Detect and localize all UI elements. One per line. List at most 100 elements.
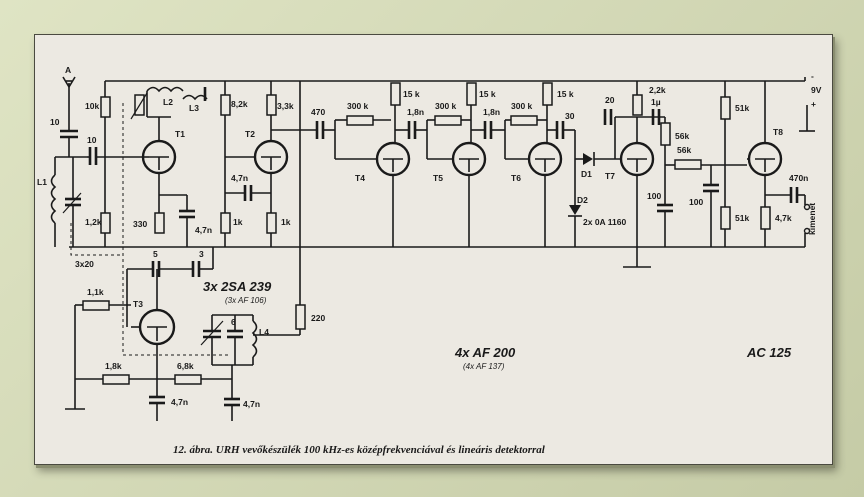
r-2-2k (632, 94, 643, 116)
l3-label: L3 (189, 103, 199, 113)
l2-label: L2 (163, 97, 173, 107)
c-1u-value: 1µ (651, 97, 661, 107)
transistor-t8 (747, 141, 783, 177)
c-100-a-value: 100 (647, 191, 661, 201)
r-6-8k (174, 374, 202, 385)
r-1k-b-value: 1k (281, 217, 291, 227)
c-30-value: 30 (565, 111, 575, 121)
c-100-b-value: 100 (689, 197, 703, 207)
schematic-paper: A 10 10 L1 3x20 10k 1,2k T1 L2 (34, 34, 833, 465)
r-2-2k-value: 2,2k (649, 85, 666, 95)
c-470n-value: 470n (789, 173, 808, 183)
r-300k-b-value: 300 k (435, 101, 457, 111)
r-10k-value: 10k (85, 101, 99, 111)
supply-minus: - (811, 71, 814, 81)
coil-l3 (182, 94, 208, 101)
r-1k-b (266, 212, 277, 234)
output-transistor-type: AC 125 (746, 345, 792, 360)
r-1k-a (220, 212, 231, 234)
t3-label: T3 (133, 299, 143, 309)
r-8-2k (220, 94, 231, 116)
r-1-1k-value: 1,1k (87, 287, 104, 297)
r-15k-c (542, 82, 553, 106)
output-terminal-1 (803, 203, 811, 211)
coil-l2 (146, 86, 184, 118)
t2-label: T2 (245, 129, 255, 139)
c-ant-value: 10 (50, 117, 60, 127)
c-470-value: 470 (311, 107, 325, 117)
r-220-value: 220 (311, 313, 325, 323)
c-20-value: 20 (605, 95, 615, 105)
transistor-t6 (527, 141, 563, 177)
d2-type: 2x 0A 1160 (583, 217, 626, 227)
c-1-8n-a-value: 1,8n (407, 107, 424, 117)
rf-transistor-alt: (3x AF 106) (225, 296, 267, 305)
r-300k-a (346, 115, 374, 126)
diode-d1 (575, 152, 621, 166)
c-3-value: 3 (199, 249, 204, 259)
coil-l1 (50, 157, 57, 247)
t1-label: T1 (175, 129, 185, 139)
r-56k-a-value: 56k (675, 131, 689, 141)
r-8-2k-value: 8,2k (231, 99, 248, 109)
r-330-value: 330 (133, 219, 147, 229)
antenna-label: A (65, 65, 71, 75)
d2-label: D2 (577, 195, 588, 205)
c-4-7n-a-value: 4,7n (195, 225, 212, 235)
radio-schematic: A 10 10 L1 3x20 10k 1,2k T1 L2 (37, 65, 822, 456)
t5-label: T5 (433, 173, 443, 183)
figure-caption: 12. ábra. URH vevőkészülék 100 kHz-es kö… (173, 444, 546, 456)
c-4-7n-d-value: 4,7n (243, 399, 260, 409)
t6-label: T6 (511, 173, 521, 183)
r-6-8k-value: 6,8k (177, 361, 194, 371)
r-330 (154, 212, 165, 234)
antenna-symbol (62, 76, 76, 115)
c-4-7n-b-value: 4,7n (231, 173, 248, 183)
r-56k-b (674, 159, 702, 170)
r-1-8k (102, 374, 130, 385)
supply-voltage: 9V (811, 85, 822, 95)
c-5-value: 5 (153, 249, 158, 259)
r-1-2k-value: 1,2k (85, 217, 102, 227)
r-15k-c-value: 15 k (557, 89, 574, 99)
c-in-value: 10 (87, 135, 97, 145)
r-300k-b (434, 115, 462, 126)
r-4-7k-value: 4,7k (775, 213, 792, 223)
transistor-t2 (253, 139, 289, 175)
r-15k-b (466, 82, 477, 106)
r-1-2k (100, 212, 111, 234)
r-56k-a (660, 122, 671, 146)
output-label: kimenet (807, 203, 817, 235)
r-15k-b-value: 15 k (479, 89, 496, 99)
r-15k-a (390, 82, 401, 106)
l4-label: L4 (259, 327, 269, 337)
transistor-t5 (451, 141, 487, 177)
coil-l4 (251, 320, 258, 358)
r-300k-a-value: 300 k (347, 101, 369, 111)
transistor-t7 (619, 141, 655, 177)
rf-transistor-type: 3x 2SA 239 (203, 279, 272, 294)
r-51k-b (720, 206, 731, 230)
output-terminal-2 (803, 227, 811, 235)
r-3-3k (266, 94, 277, 116)
r-1-8k-value: 1,8k (105, 361, 122, 371)
r-56k-b-value: 56k (677, 145, 691, 155)
supply-plus: + (811, 99, 816, 109)
d1-label: D1 (581, 169, 592, 179)
r-10k (100, 96, 111, 118)
if-transistor-alt: (4x AF 137) (463, 362, 505, 371)
r-3-3k-value: 3,3k (277, 101, 294, 111)
t8-label: T8 (773, 127, 783, 137)
r-51k-a-value: 51k (735, 103, 749, 113)
r-220 (295, 304, 306, 330)
r-1-1k (82, 300, 110, 311)
c-6-value: 6 (231, 317, 236, 327)
diode-d2 (568, 159, 582, 247)
r-51k-a (720, 96, 731, 120)
r-300k-c (510, 115, 538, 126)
r-4-7k (760, 206, 771, 230)
r-300k-c-value: 300 k (511, 101, 533, 111)
t7-label: T7 (605, 171, 615, 181)
transistor-t4 (375, 141, 411, 177)
ganged-cap-label: 3x20 (75, 259, 94, 269)
